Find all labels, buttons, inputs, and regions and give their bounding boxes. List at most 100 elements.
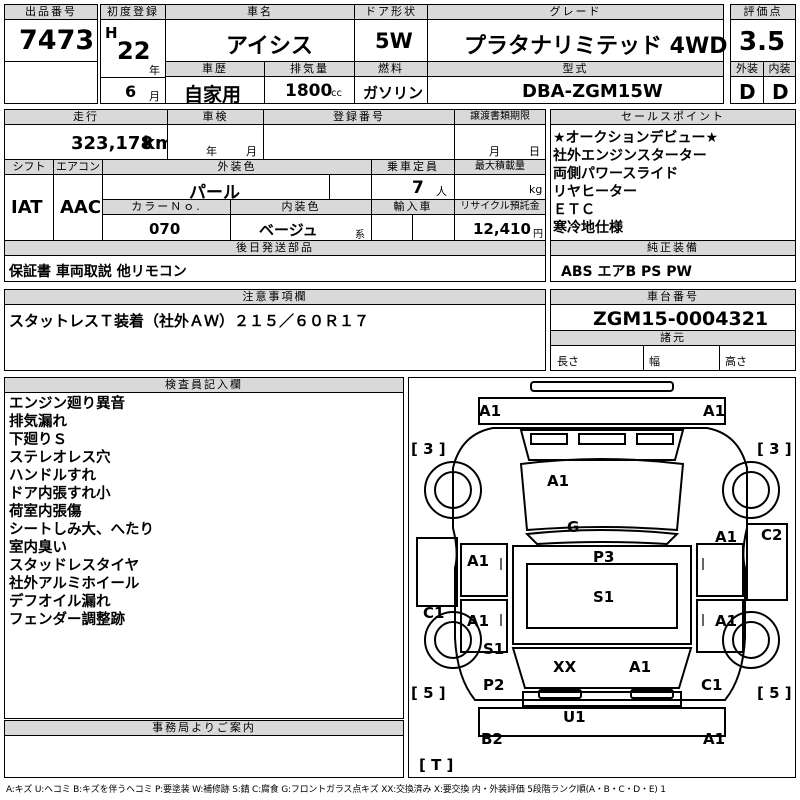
transfer-month: 月 — [489, 145, 500, 158]
chassis-box: ZGM15-0004321 — [550, 304, 796, 331]
mark-rear-bumper-right: A1 — [703, 730, 726, 748]
history-value: 自家用 — [184, 84, 242, 106]
inspector-label: 検査員記入欄 — [4, 377, 404, 393]
year-unit: 年 — [149, 64, 160, 77]
dimensions-label: 諸元 — [550, 330, 796, 346]
right-front-door — [696, 543, 744, 597]
mileage-value: 323,178 — [71, 133, 153, 154]
grade-value: プラタナリミテッド 4WD — [464, 34, 728, 59]
score-box: 3.5 — [730, 19, 796, 62]
month-unit: 月 — [149, 90, 160, 103]
mark-roof: P3 — [593, 548, 615, 566]
inspector-line: 排気漏れ — [9, 414, 67, 430]
shift-value: IAT — [11, 197, 43, 218]
car-name-label: 車名 — [165, 4, 355, 20]
mark-rear-window: XX — [553, 658, 577, 676]
equipment-label: 純正装備 — [550, 240, 796, 256]
wheel-rl — [424, 611, 482, 669]
left-rear-door — [460, 599, 508, 653]
chassis-label: 車台番号 — [550, 289, 796, 305]
tail-lamp-left — [538, 689, 582, 699]
fuel-label: 燃料 — [354, 61, 428, 77]
mark-right-rear-door: A1 — [715, 612, 738, 630]
lot-number: 7473 — [19, 25, 95, 56]
notes-box: スタットレスＴ装着（社外ＡＷ）２１５／６０Ｒ１７ — [4, 304, 546, 371]
era: H — [105, 24, 118, 42]
left-front-door — [460, 543, 508, 597]
sales-point: ★オークションデビュー★ — [553, 130, 719, 146]
roof — [512, 545, 692, 645]
reg-month-box: 6 月 — [100, 77, 166, 104]
inspection-box: 年 月 — [167, 124, 264, 160]
color-box: パール — [102, 174, 372, 203]
color-no-value: 070 — [149, 220, 181, 238]
capacity-unit: 人 — [436, 185, 447, 198]
mark-tailgate: U1 — [563, 708, 586, 726]
mark-bracket-bl: [ 5 ] — [411, 684, 446, 702]
inspection-label: 車検 — [167, 109, 264, 125]
left-side-panel — [416, 537, 458, 607]
inspector-line: ハンドルすれ — [9, 468, 96, 484]
notes-value: スタットレスＴ装着（社外ＡＷ）２１５／６０Ｒ１７ — [9, 312, 370, 330]
inspector-line: 荷室内張傷 — [9, 504, 82, 520]
body-outline — [452, 427, 748, 701]
first-reg-box: H 22 年 — [100, 19, 166, 78]
right-side-panel — [746, 523, 788, 601]
max-load-label: 最大積載量 — [454, 159, 546, 175]
score-value: 3.5 — [739, 27, 786, 57]
car-name-box: アイシス — [165, 19, 355, 62]
inspector-line: 下廻りＳ — [9, 432, 67, 448]
height-label: 高さ — [725, 355, 747, 368]
color-value: パール — [189, 183, 240, 203]
mileage-box: 323,178 km — [4, 124, 174, 160]
mark-hood: A1 — [547, 472, 570, 490]
mark-rear-right: A1 — [629, 658, 652, 676]
import-box — [371, 214, 455, 241]
damage-diagram: A1 A1 [ 3 ] [ 3 ] A1 G A1 A1 C2 P3 S1 C1… — [408, 377, 796, 778]
insp-year-unit: 年 — [206, 145, 217, 158]
aircon-box: AAC — [53, 174, 103, 241]
office-label: 事務局よりご案内 — [4, 720, 404, 736]
transfer-day: 日 — [529, 145, 540, 158]
mark-windshield: G — [567, 518, 580, 536]
interior-unit: 系 — [355, 230, 365, 241]
inspector-line: エンジン廻り異音 — [9, 396, 125, 412]
kg-unit: kg — [529, 183, 543, 196]
grille — [519, 429, 685, 461]
inspector-line: ステレオレス穴 — [9, 450, 111, 466]
mark-bracket-tr: [ 3 ] — [757, 440, 792, 458]
doors-box: 5W — [354, 19, 428, 62]
sales-points-label: セールスポイント — [550, 109, 796, 125]
wheel-fl — [424, 461, 482, 519]
max-load-box: kg — [454, 174, 546, 200]
capacity-label: 乗車定員 — [371, 159, 455, 175]
wheel-rl-inner — [434, 621, 472, 659]
history-label: 車歴 — [165, 61, 265, 77]
mark-right-mirror: C2 — [761, 526, 783, 544]
doors-value: 5W — [375, 29, 413, 53]
displacement-label: 排気量 — [264, 61, 355, 77]
inspector-line: ドア内張すれ小 — [9, 486, 111, 502]
mark-left-quarter: P2 — [483, 676, 505, 694]
mileage-label: 走行 — [4, 109, 168, 125]
fuel-box: ガソリン — [354, 76, 428, 104]
ext-grade-box: D — [730, 76, 764, 104]
doors-label: ドア形状 — [354, 4, 428, 20]
mark-left-front-door: A1 — [467, 552, 490, 570]
grade-box: プラタナリミテッド 4WD — [427, 19, 728, 62]
history-box: 自家用 — [165, 76, 265, 106]
recycle-unit: 円 — [533, 229, 543, 240]
aircon-label: エアコン — [53, 159, 103, 175]
mark-bracket-t: [ T ] — [419, 756, 454, 774]
transfer-label: 譲渡書類期限 — [454, 109, 546, 125]
rear-bumper — [478, 707, 726, 737]
inspector-line: 室内臭い — [9, 540, 67, 556]
capacity-box: 7 人 — [371, 174, 455, 200]
tailgate — [522, 691, 682, 707]
equipment-box: ABS エアB PS PW — [550, 255, 796, 282]
sales-point: 寒冷地仕様 — [553, 220, 623, 236]
displacement-value: 1800 — [285, 81, 333, 101]
windshield — [524, 529, 680, 546]
tail-lamp-right — [630, 689, 674, 699]
reg-no-label: 登録番号 — [263, 109, 455, 125]
